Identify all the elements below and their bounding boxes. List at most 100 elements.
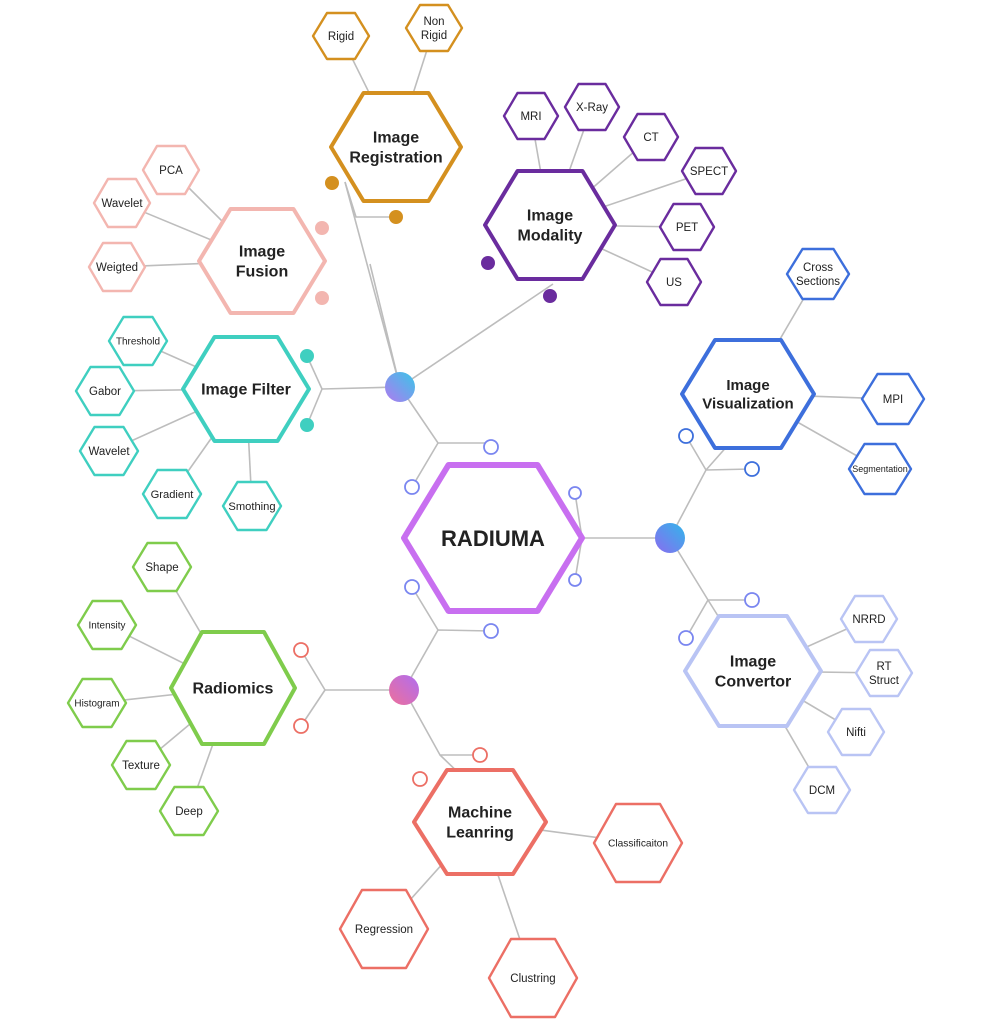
branch-filter: Image Filter [181, 335, 311, 443]
leaf-radiomics-intensity-label: Intensity [89, 620, 126, 631]
branch-ml-label: Leanring [446, 825, 514, 842]
leaf-modality-ct: CT [622, 112, 680, 162]
leaf-modality-spect-shape [680, 146, 738, 196]
leaf-convertor-nifti-label: Nifti [846, 727, 866, 739]
leaf-convertor-nifti-shape [826, 707, 886, 757]
connector-dot [315, 291, 329, 305]
connector-dot [300, 418, 314, 432]
leaf-ml-clustring: Clustring [487, 937, 579, 1019]
leaf-convertor-dcm: DCM [792, 765, 852, 815]
leaf-filter-threshold-shape [107, 315, 169, 367]
leaf-filter-wavelet: Wavelet [78, 425, 140, 477]
leaf-filter-gabor-shape [74, 365, 136, 417]
branch-registration-shape [329, 91, 463, 203]
leaf-modality-mri: MRI [502, 91, 560, 141]
connector-line [403, 689, 480, 756]
leaf-modality-ct-shape [622, 112, 680, 162]
leaf-visualization-mpi-shape [860, 372, 926, 426]
leaf-fusion-wavelet: Wavelet [92, 177, 152, 229]
center-node: RADIUMA [401, 462, 585, 614]
leaf-radiomics-deep-shape [158, 785, 220, 837]
branch-modality-shape [483, 169, 617, 281]
leaf-registration-non-rigid-shape [404, 3, 464, 53]
connector-dot [404, 579, 420, 595]
leaf-filter-gradient: Gradient [141, 468, 203, 520]
leaf-filter-wavelet-label: Wavelet [88, 446, 130, 458]
connector-line [669, 468, 753, 539]
branch-radiomics-shape [169, 630, 297, 746]
leaf-radiomics-histogram: Histogram [66, 677, 128, 729]
leaf-ml-clustring-shape [487, 937, 579, 1019]
leaf-radiomics-histogram-label: Histogram [74, 698, 119, 709]
leaf-ml-clustring-label: Clustring [510, 973, 555, 985]
leaf-modality-x-ray-shape [563, 82, 621, 132]
connector-dot [293, 718, 309, 734]
connector-dot [404, 479, 420, 495]
leaf-modality-x-ray: X-Ray [563, 82, 621, 132]
leaf-radiomics-texture-shape [110, 739, 172, 791]
leaf-filter-gabor: Gabor [74, 365, 136, 417]
connector-dot [325, 176, 339, 190]
hub-node-bottom-left [389, 675, 419, 705]
leaf-fusion-weigted: Weigted [87, 241, 147, 293]
branch-registration-label: Image [373, 130, 419, 147]
leaf-ml-classificaiton-shape [592, 802, 684, 884]
leaf-filter-threshold: Threshold [107, 315, 169, 367]
connector-dot [315, 221, 329, 235]
leaf-visualization-segmentation-label: Segmentation [852, 464, 908, 474]
branch-filter-label: Image Filter [201, 382, 291, 399]
branch-radiomics: Radiomics [169, 630, 297, 746]
leaf-filter-threshold-label: Threshold [116, 336, 160, 347]
leaf-convertor-dcm-shape [792, 765, 852, 815]
leaf-ml-regression-shape [338, 888, 430, 970]
branch-convertor-label: Image [730, 654, 776, 671]
leaf-fusion-wavelet-shape [92, 177, 152, 229]
leaf-convertor-rt-struct-shape [854, 648, 914, 698]
branch-fusion-label: Fusion [236, 264, 288, 281]
leaf-convertor-nrrd-label: NRRD [852, 614, 885, 626]
leaf-fusion-wavelet-label: Wavelet [101, 198, 143, 210]
leaf-registration-rigid-shape [311, 11, 371, 61]
branch-registration-label: Registration [349, 150, 442, 167]
leaf-filter-wavelet-shape [78, 425, 140, 477]
connector-line [411, 442, 439, 488]
leaf-convertor-rt-struct-label: Struct [869, 675, 900, 687]
leaf-visualization-segmentation: Segmentation [847, 442, 913, 496]
connector-dot [568, 486, 582, 500]
leaf-filter-smothing-shape [221, 480, 283, 532]
leaf-radiomics-deep-label: Deep [175, 806, 203, 818]
connector-line [403, 629, 493, 691]
connector-dot [412, 771, 428, 787]
leaf-fusion-weigted-shape [87, 241, 147, 293]
branch-ml-shape [412, 768, 548, 876]
center-node-label: RADIUMA [441, 526, 545, 551]
leaf-radiomics-shape-shape [131, 541, 193, 593]
leaf-modality-spect: SPECT [680, 146, 738, 196]
connector-line [669, 537, 752, 601]
leaf-fusion-pca: PCA [141, 144, 201, 196]
leaf-registration-rigid-label: Rigid [328, 31, 354, 43]
connector-dot [481, 256, 495, 270]
leaf-registration-non-rigid-label: Non [423, 16, 444, 28]
connector-dot [744, 592, 760, 608]
leaf-visualization-mpi: MPI [860, 372, 926, 426]
connector-dot [543, 289, 557, 303]
connector-line [344, 181, 396, 218]
leaf-visualization-segmentation-shape [847, 442, 913, 496]
center-node-shape [401, 462, 585, 614]
leaf-modality-us-shape [645, 257, 703, 307]
leaf-modality-spect-label: SPECT [690, 166, 728, 178]
leaf-radiomics-intensity: Intensity [76, 599, 138, 651]
leaf-radiomics-histogram-shape [66, 677, 128, 729]
leaf-filter-gabor-label: Gabor [89, 386, 121, 398]
leaf-modality-ct-label: CT [643, 132, 658, 144]
branch-modality-label: Image [527, 208, 573, 225]
